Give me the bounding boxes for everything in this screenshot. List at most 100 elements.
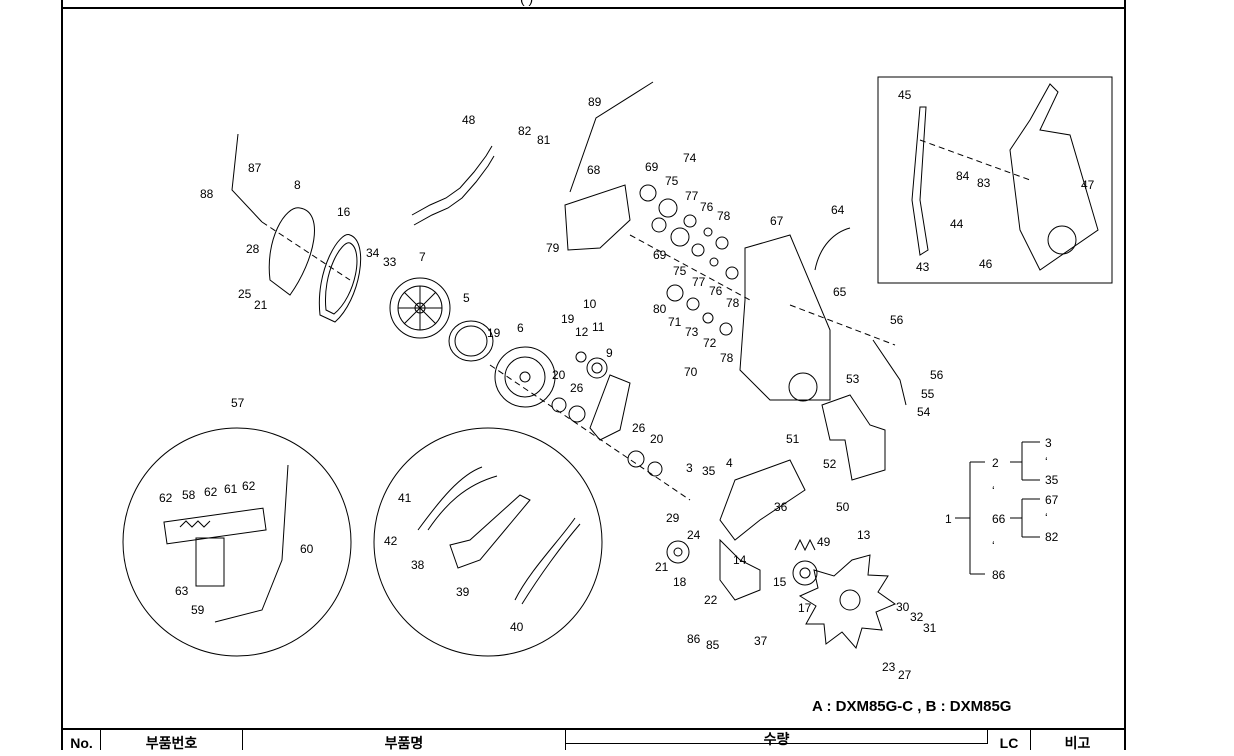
callout-87: 87 (248, 161, 262, 175)
callout-81: 81 (537, 133, 551, 147)
callout-64: 64 (831, 203, 845, 217)
callout-59: 59 (191, 603, 205, 617)
callout-67: 67 (770, 214, 784, 228)
chain-48 (411, 145, 493, 216)
legend-item-b-0: 67 (1045, 493, 1059, 507)
callout-51: 51 (786, 432, 800, 446)
rod-89 (569, 81, 654, 193)
callout-78: 78 (726, 296, 740, 310)
callout-75: 75 (665, 174, 679, 188)
legend-root: 1 (945, 512, 952, 526)
detail-wire-38 (417, 466, 483, 531)
callout-89: 89 (588, 95, 602, 109)
callout-11: 11 (592, 320, 605, 334)
callout-69: 69 (645, 160, 659, 174)
drawing-frame (61, 0, 1126, 730)
callout-31: 31 (923, 621, 937, 635)
callout-9: 9 (606, 346, 613, 360)
callout-76: 76 (709, 284, 723, 298)
callout-38: 38 (411, 558, 425, 572)
inset-frame (1009, 83, 1099, 271)
callout-27: 27 (898, 668, 912, 682)
detail-wire-40 (514, 517, 576, 601)
rod-55 (872, 339, 907, 406)
callout-86: 86 (687, 632, 701, 646)
callout-32: 32 (910, 610, 924, 624)
callout-30: 30 (896, 600, 910, 614)
callout-56: 56 (930, 368, 944, 382)
bracket-53 (821, 394, 886, 481)
ring-5 (448, 320, 494, 362)
parts-table-header: No. 부품번호 부품명 수량 LC 비고 (61, 730, 1126, 751)
hub-17 (792, 560, 818, 586)
shield-64 (814, 227, 851, 271)
callout-5: 5 (463, 291, 470, 305)
legend-item-a-2: 35 (1045, 473, 1059, 487)
belt-cover (268, 207, 315, 296)
callout-49: 49 (817, 535, 831, 549)
callout-37: 37 (754, 634, 768, 648)
model-caption: A : DXM85G-C , B : DXM85G (812, 698, 1012, 715)
inset-box (877, 76, 1113, 284)
callout-44: 44 (950, 217, 964, 231)
legend-item-a-0: 3 (1045, 436, 1052, 450)
legend-item-b-1: ʻ (1045, 511, 1048, 525)
callout-69: 69 (653, 248, 667, 262)
callout-62: 62 (159, 491, 173, 505)
callout-18: 18 (673, 575, 687, 589)
callout-47: 47 (1081, 178, 1095, 192)
inset-bar-43 (911, 106, 929, 256)
detail-circle-38-42 (373, 427, 603, 657)
callout-84: 84 (956, 169, 970, 183)
washer-18 (666, 540, 690, 564)
callout-10: 10 (583, 297, 597, 311)
callout-76: 76 (700, 200, 714, 214)
callout-15: 15 (773, 575, 787, 589)
callout-21: 21 (254, 298, 268, 312)
bearing-11 (586, 357, 608, 379)
col-part-number: 부품번호 (101, 730, 243, 751)
header-fragment: ( ) (520, 0, 533, 6)
callout-34: 34 (366, 246, 380, 260)
callout-13: 13 (857, 528, 871, 542)
callout-50: 50 (836, 500, 850, 514)
col-quantity: 수량 (566, 730, 988, 747)
sprocket-6 (494, 346, 556, 408)
callout-17: 17 (798, 601, 812, 615)
callout-78: 78 (720, 351, 734, 365)
callout-26: 26 (632, 421, 646, 435)
legend-group-0: 2 (992, 456, 999, 470)
pulley-7 (389, 277, 451, 339)
callout-88: 88 (200, 187, 214, 201)
plate-68 (564, 184, 631, 251)
legend-item-b-2: 82 (1045, 530, 1059, 544)
callout-72: 72 (703, 336, 717, 350)
callout-4: 4 (726, 456, 733, 470)
callout-75: 75 (673, 264, 687, 278)
col-lc: LC (988, 730, 1031, 751)
legend-group-3: ʻ (992, 539, 995, 553)
callout-26: 26 (570, 381, 584, 395)
v-belt-inner (324, 242, 358, 315)
callout-56: 56 (890, 313, 904, 327)
spring-49 (794, 538, 816, 552)
callout-53: 53 (846, 372, 860, 386)
detail-bracket-39 (449, 494, 531, 569)
v-belt (318, 234, 362, 323)
callout-46: 46 (979, 257, 993, 271)
callout-52: 52 (823, 457, 837, 471)
callout-39: 39 (456, 585, 470, 599)
rod-88 (231, 133, 263, 223)
callout-6: 6 (517, 321, 524, 335)
callout-33: 33 (383, 255, 397, 269)
callout-68: 68 (587, 163, 601, 177)
callout-65: 65 (833, 285, 847, 299)
frame-67 (739, 234, 831, 401)
callout-57: 57 (231, 396, 245, 410)
callout-71: 71 (668, 315, 682, 329)
callout-20: 20 (650, 432, 664, 446)
callout-14: 14 (733, 553, 747, 567)
callout-20: 20 (552, 368, 566, 382)
